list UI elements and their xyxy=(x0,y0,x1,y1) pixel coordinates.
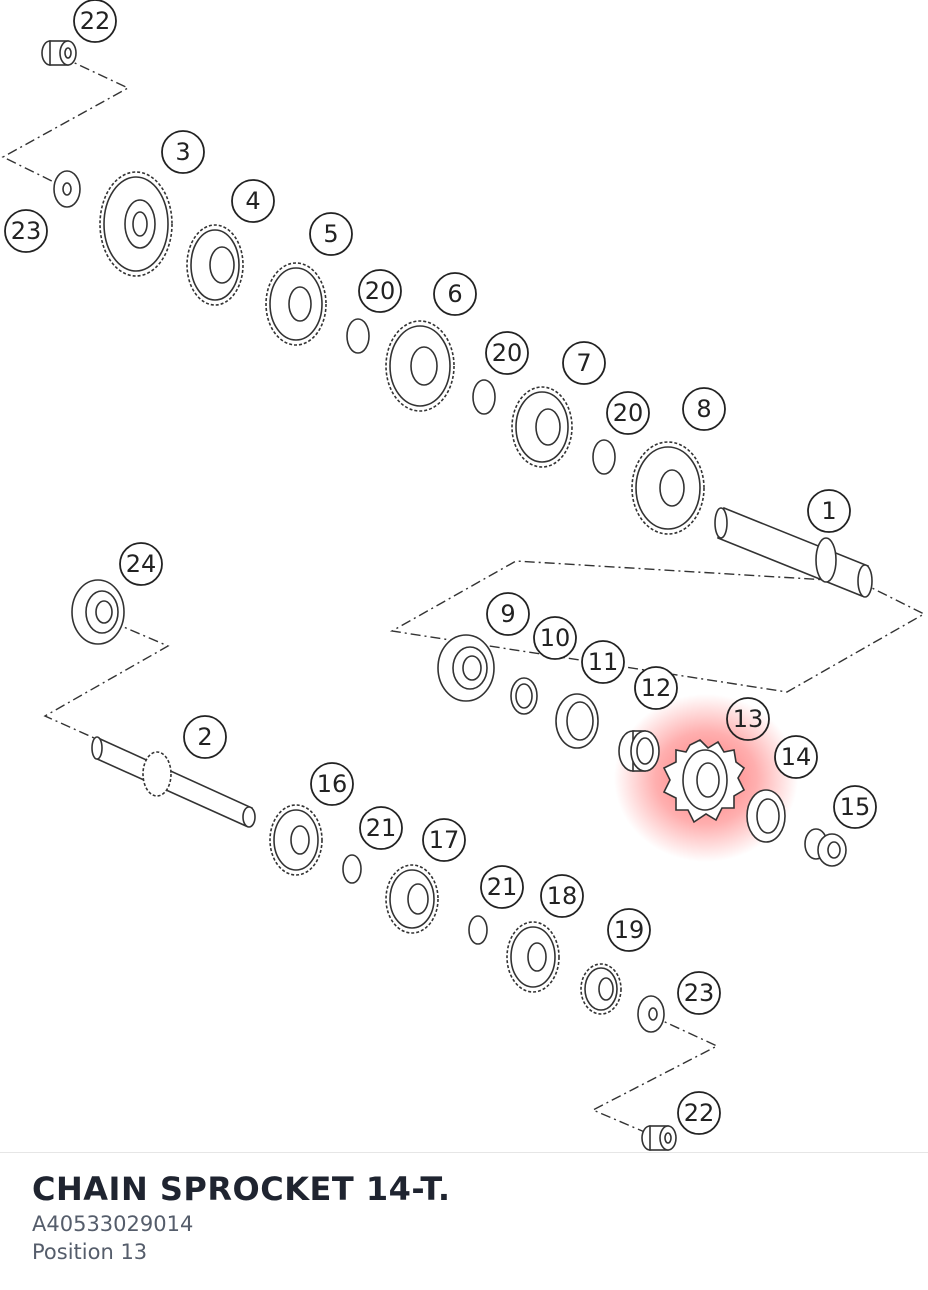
circlip-21-a xyxy=(342,854,362,884)
part-info-panel: CHAIN SPROCKET 14-T. A40533029014 Positi… xyxy=(32,1170,451,1264)
callout-19[interactable]: 19 xyxy=(607,908,651,952)
callout-3[interactable]: 3 xyxy=(161,130,205,174)
gear-18 xyxy=(506,921,560,993)
washer-23-top xyxy=(53,170,81,208)
countershaft-2 xyxy=(91,736,256,828)
callout-14[interactable]: 14 xyxy=(774,735,818,779)
part-number: A40533029014 xyxy=(32,1212,194,1236)
callout-13[interactable]: 13 xyxy=(726,697,770,741)
circlip-21-b xyxy=(468,915,488,945)
svg-text:21: 21 xyxy=(487,873,518,901)
svg-text:19: 19 xyxy=(614,916,645,944)
callout-10[interactable]: 10 xyxy=(533,616,577,660)
callout-6[interactable]: 6 xyxy=(433,272,477,316)
bushing-22-bottom xyxy=(641,1125,677,1151)
svg-text:10: 10 xyxy=(540,624,571,652)
svg-text:6: 6 xyxy=(447,280,462,308)
svg-text:8: 8 xyxy=(696,395,711,423)
svg-text:13: 13 xyxy=(733,705,764,733)
callout-1[interactable]: 1 xyxy=(807,489,851,533)
callout-5[interactable]: 5 xyxy=(309,212,353,256)
callout-18[interactable]: 18 xyxy=(540,874,584,918)
callout-15[interactable]: 15 xyxy=(833,785,877,829)
svg-text:24: 24 xyxy=(126,550,157,578)
seal-11 xyxy=(555,693,599,749)
svg-text:11: 11 xyxy=(588,648,619,676)
svg-text:9: 9 xyxy=(500,600,515,628)
callout-22-bottom[interactable]: 22 xyxy=(677,1091,721,1135)
svg-text:15: 15 xyxy=(840,793,871,821)
svg-text:18: 18 xyxy=(547,882,578,910)
callout-2[interactable]: 2 xyxy=(183,715,227,759)
svg-text:20: 20 xyxy=(613,399,644,427)
gear-4 xyxy=(186,224,244,306)
callout-22-top[interactable]: 22 xyxy=(73,0,117,43)
washer-23-bottom xyxy=(637,995,665,1033)
circlip-20-a xyxy=(346,318,370,354)
bearing-24 xyxy=(71,579,125,645)
collar-nut-15 xyxy=(804,828,847,867)
gear-7 xyxy=(511,386,573,468)
gear-19 xyxy=(580,963,622,1015)
svg-text:20: 20 xyxy=(492,339,523,367)
gear-8 xyxy=(631,441,705,535)
callout-17[interactable]: 17 xyxy=(422,818,466,862)
callout-21-b[interactable]: 21 xyxy=(480,865,524,909)
svg-text:12: 12 xyxy=(641,674,672,702)
svg-text:3: 3 xyxy=(175,138,190,166)
callout-20-c[interactable]: 20 xyxy=(606,391,650,435)
ring-10 xyxy=(510,677,538,715)
gear-3 xyxy=(99,171,173,277)
bushing-22-top xyxy=(41,40,77,66)
chain-sprocket-13[interactable] xyxy=(662,739,746,824)
callout-7[interactable]: 7 xyxy=(562,341,606,385)
callout-4[interactable]: 4 xyxy=(231,179,275,223)
callout-8[interactable]: 8 xyxy=(682,387,726,431)
exploded-parts-diagram: 22 3 4 23 5 20 6 20 7 20 8 1 24 9 10 11 … xyxy=(1,0,926,1151)
svg-text:23: 23 xyxy=(684,979,715,1007)
svg-text:16: 16 xyxy=(317,770,348,798)
bearing-9 xyxy=(437,634,495,702)
svg-text:1: 1 xyxy=(821,497,836,525)
gear-6 xyxy=(385,320,455,412)
callout-16[interactable]: 16 xyxy=(310,762,354,806)
svg-text:22: 22 xyxy=(684,1099,715,1127)
svg-text:4: 4 xyxy=(245,187,260,215)
svg-text:14: 14 xyxy=(781,743,812,771)
callout-24[interactable]: 24 xyxy=(119,542,163,586)
callout-9[interactable]: 9 xyxy=(486,592,530,636)
svg-text:20: 20 xyxy=(365,277,396,305)
main-shaft-1 xyxy=(714,506,873,598)
gear-5 xyxy=(265,262,327,346)
svg-text:17: 17 xyxy=(429,826,460,854)
gear-17 xyxy=(385,864,439,934)
svg-text:22: 22 xyxy=(80,7,111,35)
callout-11[interactable]: 11 xyxy=(581,640,625,684)
svg-text:21: 21 xyxy=(366,814,397,842)
callout-23-top[interactable]: 23 xyxy=(4,209,48,253)
callout-23-bottom[interactable]: 23 xyxy=(677,971,721,1015)
part-title: CHAIN SPROCKET 14-T. xyxy=(32,1170,451,1208)
divider xyxy=(0,1152,928,1153)
svg-text:7: 7 xyxy=(576,349,591,377)
circlip-20-c xyxy=(592,439,616,475)
circlip-20-b xyxy=(472,379,496,415)
svg-text:23: 23 xyxy=(11,217,42,245)
callout-12[interactable]: 12 xyxy=(634,666,678,710)
svg-text:2: 2 xyxy=(197,723,212,751)
callout-20-a[interactable]: 20 xyxy=(358,269,402,313)
gear-16 xyxy=(269,804,323,876)
part-position: Position 13 xyxy=(32,1240,148,1264)
spacer-12 xyxy=(618,730,660,772)
callout-20-b[interactable]: 20 xyxy=(485,331,529,375)
svg-text:5: 5 xyxy=(323,220,338,248)
callout-21-a[interactable]: 21 xyxy=(359,806,403,850)
washer-14 xyxy=(746,789,786,843)
